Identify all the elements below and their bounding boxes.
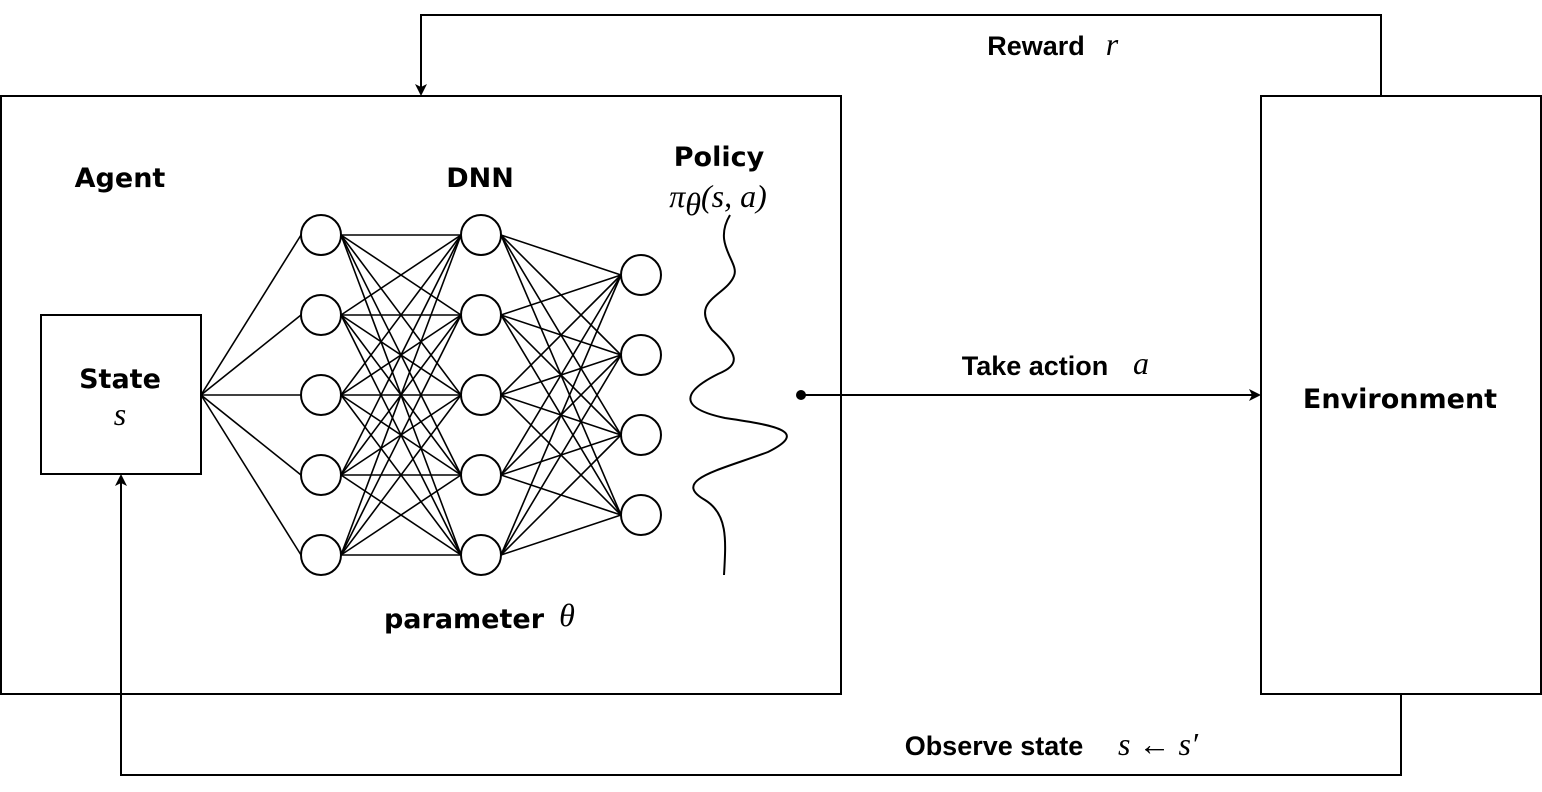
neuron-layer2 [460, 214, 502, 256]
state-to-input-edge [200, 234, 302, 396]
neuron-layer2 [460, 454, 502, 496]
state-to-input-edge [200, 394, 302, 556]
network-edge [340, 314, 462, 556]
reward-arrow [415, 14, 1382, 96]
neuron-layer1 [300, 214, 342, 256]
observe-label: Observe state [905, 731, 1084, 761]
network-edge [500, 274, 622, 476]
policy-formula: πθ(s, a) [669, 178, 767, 222]
action-symbol: a [1133, 345, 1149, 381]
network-edge [340, 234, 462, 556]
environment-box [1260, 95, 1542, 695]
neuron-layer1 [300, 374, 342, 416]
network-edge [340, 394, 462, 556]
dnn-label: DNN [446, 163, 514, 194]
neuron-layer1 [300, 534, 342, 576]
policy-label: Policy [674, 142, 765, 173]
action-label: Take action [962, 351, 1109, 381]
network-edge [500, 434, 622, 556]
observe-symbol: s ← s′ [1118, 726, 1199, 762]
network-edge [500, 354, 622, 556]
network-edge [500, 514, 622, 556]
neuron-layer1 [300, 454, 342, 496]
network-edge [500, 274, 622, 396]
neuron-layer3 [620, 494, 662, 536]
observe-arrow [115, 474, 1402, 776]
neuron-layer3 [620, 254, 662, 296]
policy-distribution-curve [689, 214, 788, 576]
state-to-input-edge [200, 394, 302, 476]
reward-symbol: r [1106, 26, 1119, 62]
policy-theta: θ [685, 186, 701, 222]
network-edge [340, 474, 462, 556]
state-to-input-edge [200, 314, 302, 396]
network-edges [200, 234, 622, 556]
neuron-layer1 [300, 294, 342, 336]
parameter-theta: θ [559, 597, 575, 633]
neuron-layer2 [460, 294, 502, 336]
network-edge [340, 234, 462, 316]
parameter-label: parameter [384, 604, 545, 635]
environment-label: Environment [1303, 384, 1497, 415]
state-label: State [79, 364, 161, 395]
policy-args: (s, a) [701, 178, 767, 214]
network-edge [500, 274, 622, 556]
state-box [40, 314, 202, 475]
agent-label: Agent [75, 163, 166, 194]
network-neurons [300, 214, 662, 576]
network-edge [500, 274, 622, 316]
network-edge [340, 234, 462, 476]
network-edge [500, 234, 622, 276]
reward-label: Reward [987, 31, 1085, 61]
network-edge [340, 234, 462, 396]
state-symbol: s [114, 396, 126, 432]
policy-pi: π [669, 178, 686, 214]
neuron-layer2 [460, 534, 502, 576]
neuron-layer3 [620, 334, 662, 376]
neuron-layer3 [620, 414, 662, 456]
neuron-layer2 [460, 374, 502, 416]
